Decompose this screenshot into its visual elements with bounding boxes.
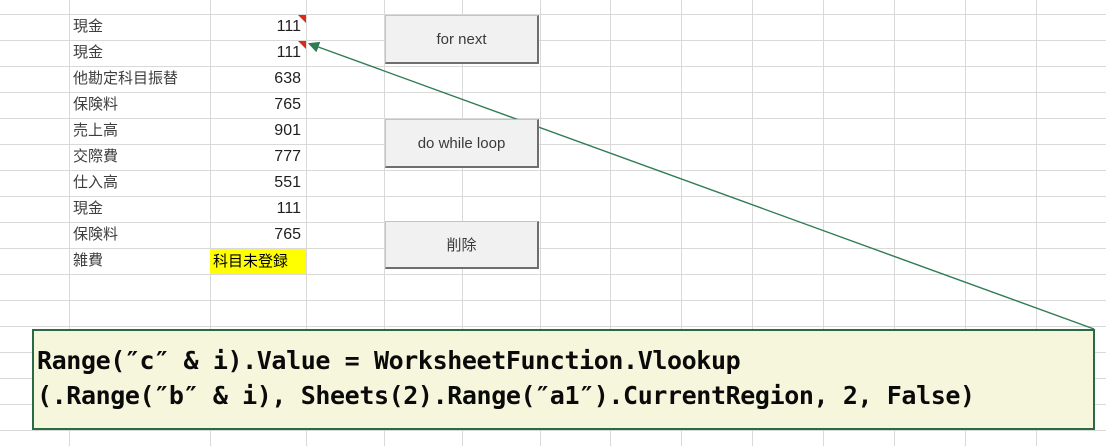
table-row[interactable]: 雑費 科目未登録 xyxy=(69,248,306,274)
account-name-cell[interactable]: 現金 xyxy=(73,44,104,61)
account-value-cell[interactable]: 765 xyxy=(274,226,301,243)
table-row[interactable]: 現金 111 xyxy=(69,40,306,66)
account-value-cell[interactable]: 111 xyxy=(210,40,306,66)
table-row[interactable]: 交際費 777 xyxy=(69,144,306,170)
comment-box[interactable]: Range(″c″ & i).Value = WorksheetFunction… xyxy=(32,329,1095,430)
account-value-cell[interactable]: 638 xyxy=(274,70,301,87)
table-row[interactable]: 仕入高 551 xyxy=(69,170,306,196)
account-value-cell[interactable]: 111 xyxy=(210,14,306,40)
comment-indicator-icon xyxy=(298,15,306,23)
table-row[interactable]: 他勘定科目振替 638 xyxy=(69,66,306,92)
comment-code-line-2: (.Range(″b″ & i), Sheets(2).Range(″a1″).… xyxy=(37,381,975,410)
comment-code-line-1: Range(″c″ & i).Value = WorksheetFunction… xyxy=(37,346,741,375)
account-name-cell[interactable]: 他勘定科目振替 xyxy=(73,70,179,87)
table-row[interactable]: 売上高 901 xyxy=(69,118,306,144)
table-row[interactable]: 保険料 765 xyxy=(69,222,306,248)
account-value-cell[interactable]: 901 xyxy=(274,122,301,139)
account-value-cell[interactable]: 111 xyxy=(276,200,301,217)
account-value-cell[interactable]: 777 xyxy=(274,148,301,165)
account-name-cell[interactable]: 現金 xyxy=(73,200,104,217)
for-next-button[interactable]: for next xyxy=(385,15,539,64)
account-value-cell[interactable]: 551 xyxy=(274,174,301,191)
account-name-cell[interactable]: 現金 xyxy=(73,18,104,35)
account-name-cell[interactable]: 売上高 xyxy=(73,122,119,139)
do-while-loop-button[interactable]: do while loop xyxy=(385,119,539,168)
account-name-cell[interactable]: 保険料 xyxy=(73,226,119,243)
account-name-cell[interactable]: 雑費 xyxy=(73,252,104,269)
comment-indicator-icon xyxy=(298,41,306,49)
account-name-cell[interactable]: 保険料 xyxy=(73,96,119,113)
account-name-cell[interactable]: 仕入高 xyxy=(73,174,119,191)
account-name-cell[interactable]: 交際費 xyxy=(73,148,119,165)
delete-button[interactable]: 削除 xyxy=(385,221,539,269)
table-row[interactable]: 現金 111 xyxy=(69,14,306,40)
table-row[interactable]: 保険料 765 xyxy=(69,92,306,118)
table-row[interactable]: 現金 111 xyxy=(69,196,306,222)
account-value-cell[interactable]: 765 xyxy=(274,96,301,113)
account-table: 現金 111 現金 111 他勘定科目振替 638 保険料 xyxy=(69,14,306,274)
account-value-cell[interactable]: 科目未登録 xyxy=(210,249,306,274)
